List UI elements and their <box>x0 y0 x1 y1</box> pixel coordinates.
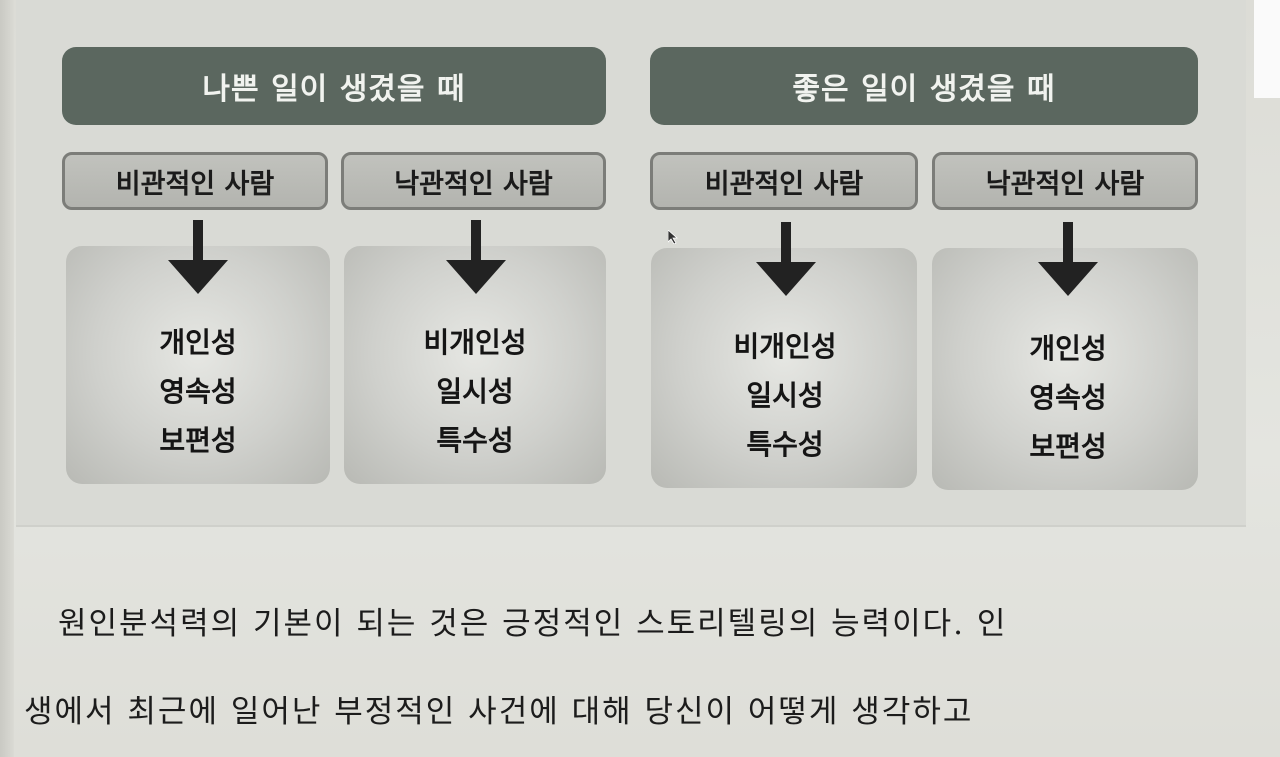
trait: 개인성 <box>159 326 237 359</box>
traits-optimist-bad: 비개인성 일시성 특수성 <box>345 318 605 465</box>
trait: 특수성 <box>746 428 824 461</box>
arrow-down-icon <box>168 220 228 294</box>
trait: 비개인성 <box>423 326 527 359</box>
trait: 일시성 <box>746 379 824 412</box>
trait: 개인성 <box>1029 332 1107 365</box>
mouse-cursor-icon <box>668 230 678 244</box>
header-good-event: 좋은 일이 생겼을 때 <box>650 47 1198 125</box>
arrow-down-icon <box>756 222 816 296</box>
trait: 영속성 <box>159 375 237 408</box>
page-edge <box>0 0 14 757</box>
person-pessimist-good: 비관적인 사람 <box>650 152 918 210</box>
person-pessimist-bad: 비관적인 사람 <box>62 152 328 210</box>
overlay-corner <box>1254 0 1280 98</box>
trait: 영속성 <box>1029 381 1107 414</box>
body-line-2: 생에서 최근에 일어난 부정적인 사건에 대해 당신이 어떻게 생각하고 <box>24 694 974 730</box>
traits-pessimist-good: 비개인성 일시성 특수성 <box>655 322 915 469</box>
trait: 비개인성 <box>733 330 837 363</box>
trait: 보편성 <box>159 424 237 457</box>
trait: 일시성 <box>436 375 514 408</box>
body-line-1: 원인분석력의 기본이 되는 것은 긍정적인 스토리텔링의 능력이다. 인 <box>58 606 1008 642</box>
arrow-down-icon <box>446 220 506 294</box>
person-optimist-bad: 낙관적인 사람 <box>341 152 606 210</box>
person-optimist-good: 낙관적인 사람 <box>932 152 1198 210</box>
trait: 특수성 <box>436 424 514 457</box>
arrow-down-icon <box>1038 222 1098 296</box>
trait: 보편성 <box>1029 430 1107 463</box>
header-bad-event: 나쁜 일이 생겼을 때 <box>62 47 606 125</box>
traits-pessimist-bad: 개인성 영속성 보편성 <box>68 318 328 465</box>
traits-optimist-good: 개인성 영속성 보편성 <box>938 324 1198 471</box>
